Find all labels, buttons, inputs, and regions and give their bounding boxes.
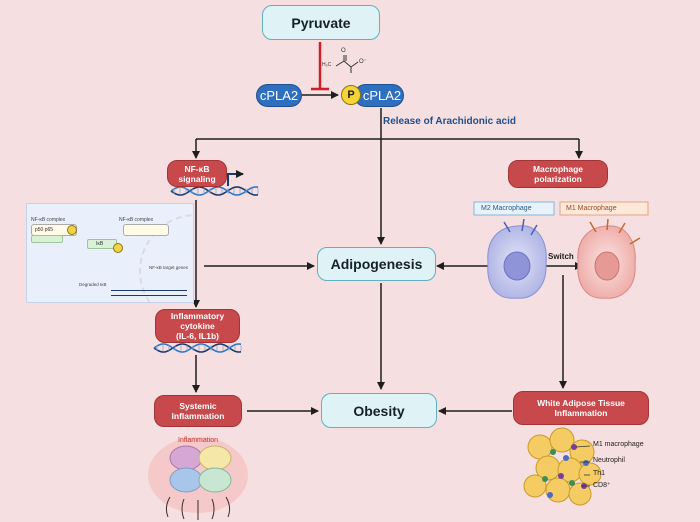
inset-dna-strand [111,290,187,296]
dna-helix-icon-cytokine [153,343,242,353]
wat-inflammation-box: White Adipose Tissue Inflammation [513,391,649,425]
inset-p-circle-2 [113,243,123,253]
m2-macrophage-label: M2 Macrophage [481,205,532,212]
phospho-cpla2-pill: cPLA2 [354,84,404,107]
pyruvate-label: Pyruvate [291,14,351,31]
inset-ikb-box [31,235,63,243]
dna-helix-icon [170,186,259,196]
adipogenesis-label: Adipogenesis [330,256,423,272]
m1-label-box [559,201,649,216]
nfkb-signaling-label: NF-κB signaling [178,163,216,184]
inset-complex-right: NF-κB complex [119,217,154,223]
inset-complex-left: NF-κB complex [31,217,66,223]
molecule-o-minus-label: O⁻ [359,59,367,65]
nfkb-signaling-box: NF-κB signaling [167,160,227,187]
legend-th1: Th1 [593,470,606,477]
nfkb-pathway-inset: NF-κB complex p50 p65 IκB Degraded IκB N… [26,203,194,303]
legend-neutrophil: Neutrophil [593,457,625,464]
release-label: Release of Arachidonic acid [383,116,517,127]
phospho-cpla2-label: cPLA2 [362,88,402,103]
obesity-box: Obesity [321,393,437,428]
molecule-ch3-label: H₃C [322,62,332,68]
inset-degraded-ikb: Degraded IκB [79,282,107,287]
adipose-tissue-icon [523,427,602,506]
cpla2-pill: cPLA2 [256,84,302,107]
adipogenesis-box: Adipogenesis [317,247,436,281]
m2-macrophage-icon [487,218,547,299]
legend-cd8: CD8⁺ [593,482,611,489]
systemic-inflammation-box: Systemic Inflammation [154,395,242,427]
inflammatory-cytokine-box: Inflammatory cytokine (IL-6, IL1b) [155,309,240,343]
legend-m1-macrophage: M1 macrophage [593,441,644,448]
macrophage-polarization-label: Macrophage polarization [532,164,584,184]
m2-label-box [473,201,555,216]
m1-macrophage-label: M1 Macrophage [566,205,617,212]
pyruvate-molecule-icon [335,55,359,73]
m1-macrophage-icon [577,218,641,299]
switch-label: Switch [548,252,574,261]
inflammation-label: Inflammation [178,437,219,444]
obesity-label: Obesity [353,402,405,419]
molecule-o-label: O [341,48,346,54]
phosphate-circle: P [341,85,361,105]
macrophage-polarization-box: Macrophage polarization [508,160,608,188]
systemic-inflammation-label: Systemic Inflammation [171,401,225,421]
pyruvate-box: Pyruvate [262,5,380,40]
inset-complex-right-box [123,224,169,236]
inset-p-circle [67,225,77,235]
phosphate-label: P [347,89,355,101]
inset-target-genes: NF-κB target genes [149,265,189,270]
transcription-arrow-icon [227,170,244,186]
inflammatory-cytokine-label: Inflammatory cytokine (IL-6, IL1b) [170,311,225,341]
wat-inflammation-label: White Adipose Tissue Inflammation [537,398,625,418]
cpla2-label: cPLA2 [259,88,299,103]
systemic-inflammation-icon [148,437,248,520]
